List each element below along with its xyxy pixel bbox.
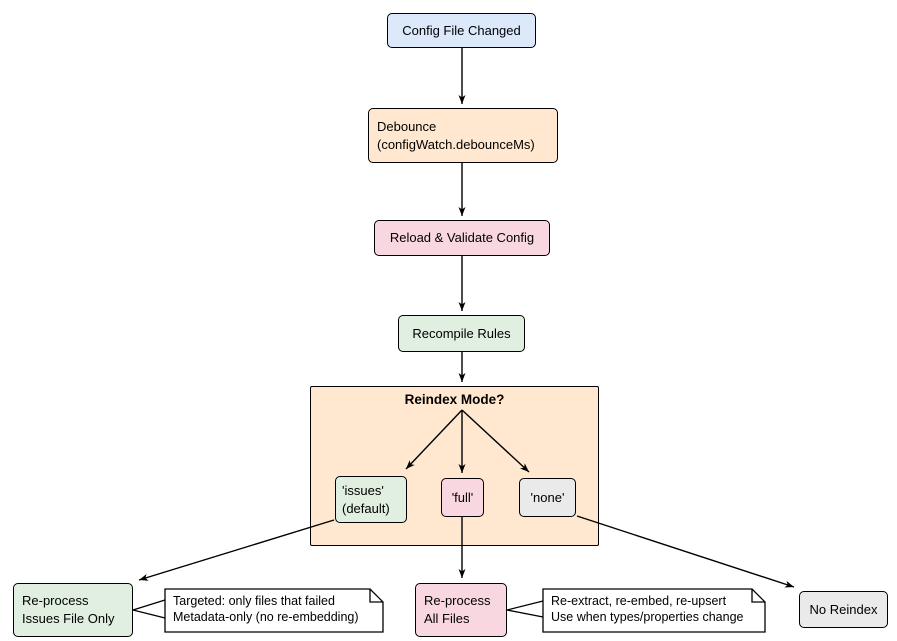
node-reload-validate-config-label: Reload & Validate Config xyxy=(389,230,535,245)
node-reload-validate-config: Reload & Validate Config xyxy=(374,220,550,256)
node-debounce-line2: (configWatch.debounceMs) xyxy=(377,136,535,152)
wedge-issues-top xyxy=(132,599,166,611)
wedge-all-bottom xyxy=(506,609,544,618)
note-issues-line1: Targeted: only files that failed xyxy=(173,594,335,608)
node-reprocess-issues: Re-process Issues File Only xyxy=(13,583,133,637)
node-reprocess-all-line2: All Files xyxy=(424,611,470,626)
node-debounce: Debounce (configWatch.debounceMs) xyxy=(368,108,558,163)
node-reprocess-all-label: Re-process All Files xyxy=(424,592,490,628)
wedge-issues-bottom xyxy=(132,609,166,619)
node-mode-full: 'full' xyxy=(441,478,484,517)
node-debounce-label: Debounce (configWatch.debounceMs) xyxy=(377,118,535,154)
node-no-reindex-label: No Reindex xyxy=(809,601,878,617)
node-recompile-rules: Recompile Rules xyxy=(398,315,525,352)
node-config-file-changed-label: Config File Changed xyxy=(402,22,521,38)
node-mode-issues: 'issues' (default) xyxy=(335,476,407,523)
note-issues-line2: Metadata-only (no re-embedding) xyxy=(173,610,359,624)
node-reprocess-issues-line1: Re-process xyxy=(22,593,89,608)
node-mode-issues-line1: 'issues' xyxy=(342,482,384,498)
note-all-line2: Use when types/properties change xyxy=(551,610,744,624)
edge-none-to-no-reindex xyxy=(576,515,795,588)
wedge-all-top xyxy=(506,600,544,611)
node-mode-full-label: 'full' xyxy=(451,489,474,505)
note-all-text: Re-extract, re-embed, re-upsert Use when… xyxy=(551,593,763,625)
node-recompile-rules-label: Recompile Rules xyxy=(412,325,511,341)
edge-issues-to-reprocess-issues xyxy=(138,519,335,581)
node-mode-issues-line2: (default) xyxy=(342,500,390,516)
node-no-reindex: No Reindex xyxy=(799,591,888,628)
reindex-mode-title: Reindex Mode? xyxy=(404,392,505,407)
node-reprocess-all-line1: Re-process xyxy=(424,593,491,608)
node-mode-none-label: 'none' xyxy=(530,489,565,505)
node-reprocess-issues-label: Re-process Issues File Only xyxy=(22,592,114,628)
node-config-file-changed: Config File Changed xyxy=(387,13,536,48)
node-debounce-line1: Debounce xyxy=(377,118,437,134)
node-mode-issues-label: 'issues' (default) xyxy=(342,482,390,518)
node-mode-none: 'none' xyxy=(519,478,576,517)
node-reprocess-all: Re-process All Files xyxy=(415,583,507,637)
node-reprocess-issues-line2: Issues File Only xyxy=(22,611,115,626)
note-issues-text: Targeted: only files that failed Metadat… xyxy=(173,593,379,625)
note-all-line1: Re-extract, re-embed, re-upsert xyxy=(551,594,727,608)
